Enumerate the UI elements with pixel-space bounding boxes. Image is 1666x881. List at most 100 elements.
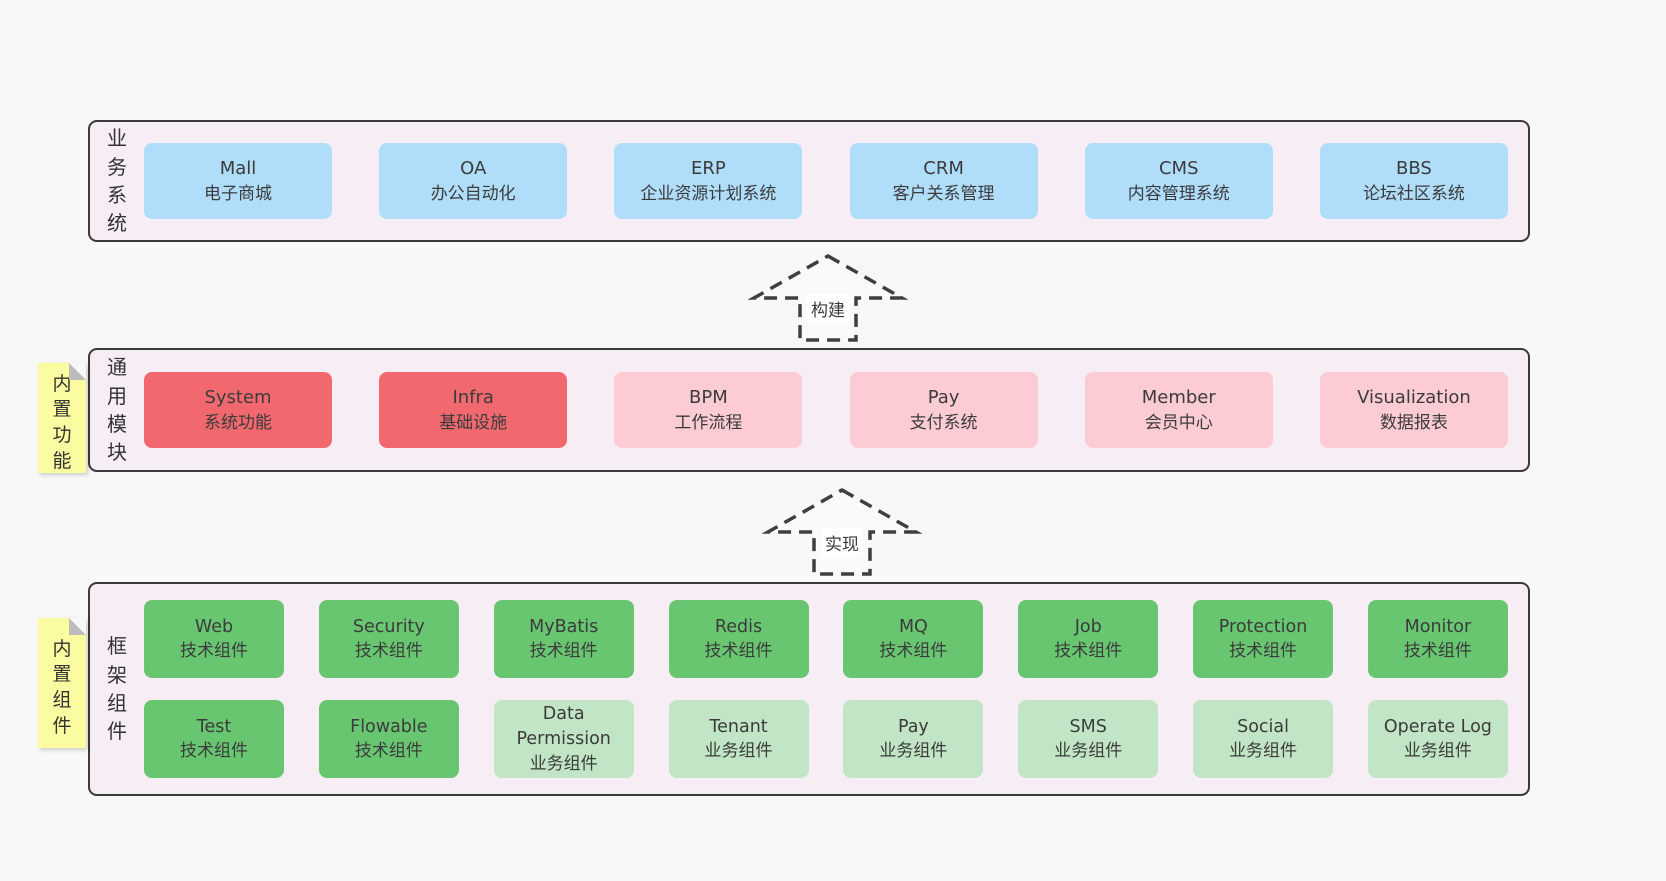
implement-arrow-label: 实现 — [821, 528, 863, 557]
box-mall: Mall 电子商城 — [144, 143, 332, 219]
box-subtitle: 技术组件 — [180, 741, 248, 762]
box-title: CMS — [1158, 158, 1199, 180]
box-title: Data Permission — [516, 704, 611, 749]
box-subtitle: 电子商城 — [204, 183, 272, 204]
box-title: Protection — [1218, 616, 1308, 637]
box-subtitle: 业务组件 — [1054, 741, 1123, 762]
box-subtitle: 技术组件 — [704, 641, 773, 662]
box-title: Tenant — [709, 716, 768, 737]
box-subtitle: 基础设施 — [439, 412, 508, 433]
panel-title-common-modules: 通用模块 — [107, 355, 127, 465]
box-subtitle: 技术组件 — [180, 641, 248, 662]
box-title: SMS — [1069, 716, 1107, 737]
implement-arrow: 实现 — [762, 484, 922, 578]
box-title: MQ — [898, 616, 928, 637]
box-redis: Redis 技术组件 — [668, 600, 809, 678]
box-title: CRM — [923, 158, 964, 180]
box-erp: ERP 企业资源计划系统 — [614, 143, 803, 219]
panel-label-column: 业务系统 — [90, 122, 144, 240]
sticky-note-label: 内置功能 — [52, 372, 72, 472]
box-pay: Pay 业务组件 — [843, 700, 984, 778]
sticky-note-builtin-features: 内置功能 — [38, 363, 86, 473]
box-title: Web — [194, 616, 234, 637]
box-title: Test — [196, 716, 232, 737]
box-job: Job 技术组件 — [1018, 600, 1159, 678]
box-title: Flowable — [350, 716, 428, 737]
box-title: Job — [1074, 616, 1102, 637]
box-web: Web 技术组件 — [144, 600, 284, 678]
box-subtitle: 会员中心 — [1144, 412, 1213, 433]
box-title: Security — [352, 616, 425, 637]
box-social: Social 业务组件 — [1193, 700, 1334, 778]
sticky-note-label: 内置组件 — [52, 637, 72, 737]
box-subtitle: 技术组件 — [529, 641, 598, 662]
box-title: Redis — [714, 616, 763, 637]
box-title: Mall — [219, 158, 257, 180]
box-title: System — [204, 387, 272, 409]
box-subtitle: 业务组件 — [704, 741, 773, 762]
box-subtitle: 业务组件 — [1403, 741, 1472, 762]
box-title: Operate Log — [1383, 716, 1492, 737]
box-subtitle: 业务组件 — [1229, 741, 1298, 762]
box-system: System 系统功能 — [144, 372, 332, 448]
box-title: Social — [1237, 716, 1289, 737]
box-bpm: BPM 工作流程 — [614, 372, 803, 448]
box-subtitle: 技术组件 — [1054, 641, 1123, 662]
panel-title-business-systems: 业务系统 — [107, 126, 127, 236]
box-subtitle: 技术组件 — [879, 641, 948, 662]
panel-common-modules: 通用模块 System 系统功能 Infra 基础设施 BPM 工作流程 Pay 支付系统 Me… — [88, 348, 1530, 472]
box-sms: SMS 业务组件 — [1018, 700, 1159, 778]
box-subtitle: 支付系统 — [909, 412, 978, 433]
box-tenant: Tenant 业务组件 — [668, 700, 809, 778]
box-data-permission: Data Permission 业务组件 — [493, 700, 634, 778]
sticky-note-builtin-components: 内置组件 — [38, 618, 86, 748]
box-flowable: Flowable 技术组件 — [318, 700, 459, 778]
box-subtitle: 业务组件 — [529, 753, 598, 774]
box-subtitle: 办公自动化 — [430, 183, 516, 204]
box-subtitle: 工作流程 — [674, 412, 743, 433]
panel-title-framework-components: 框架组件 — [107, 634, 127, 744]
box-title: ERP — [691, 158, 726, 180]
build-arrow: 构建 — [748, 250, 908, 344]
box-title: Member — [1141, 387, 1216, 409]
box-subtitle: 企业资源计划系统 — [640, 183, 777, 204]
box-subtitle: 论坛社区系统 — [1362, 183, 1465, 204]
box-pay: Pay 支付系统 — [849, 372, 1038, 448]
box-title: Infra — [452, 387, 494, 409]
box-oa: OA 办公自动化 — [379, 143, 568, 219]
box-subtitle: 业务组件 — [879, 741, 948, 762]
box-title: Pay — [927, 387, 960, 409]
build-arrow-label: 构建 — [807, 294, 849, 323]
box-protection: Protection 技术组件 — [1193, 600, 1334, 678]
box-test: Test 技术组件 — [144, 700, 284, 778]
box-infra: Infra 基础设施 — [379, 372, 568, 448]
box-operate-log: Operate Log 业务组件 — [1367, 700, 1508, 778]
box-title: OA — [460, 158, 487, 180]
box-security: Security 技术组件 — [318, 600, 459, 678]
box-title: Visualization — [1357, 387, 1471, 409]
box-subtitle: 技术组件 — [1229, 641, 1298, 662]
box-row: System 系统功能 Infra 基础设施 BPM 工作流程 Pay 支付系统 Member 会… — [144, 372, 1508, 448]
box-subtitle: 技术组件 — [1403, 641, 1472, 662]
box-member: Member 会员中心 — [1084, 372, 1273, 448]
panel-label-column: 框架组件 — [90, 584, 144, 794]
box-subtitle: 系统功能 — [204, 412, 272, 433]
box-subtitle: 技术组件 — [354, 741, 423, 762]
box-subtitle: 技术组件 — [354, 641, 423, 662]
box-title: BPM — [689, 387, 728, 409]
box-subtitle: 内容管理系统 — [1127, 183, 1230, 204]
common-modules-boxes: System 系统功能 Infra 基础设施 BPM 工作流程 Pay 支付系统 Member 会… — [144, 350, 1528, 470]
box-cms: CMS 内容管理系统 — [1084, 143, 1273, 219]
box-title: Pay — [897, 716, 929, 737]
